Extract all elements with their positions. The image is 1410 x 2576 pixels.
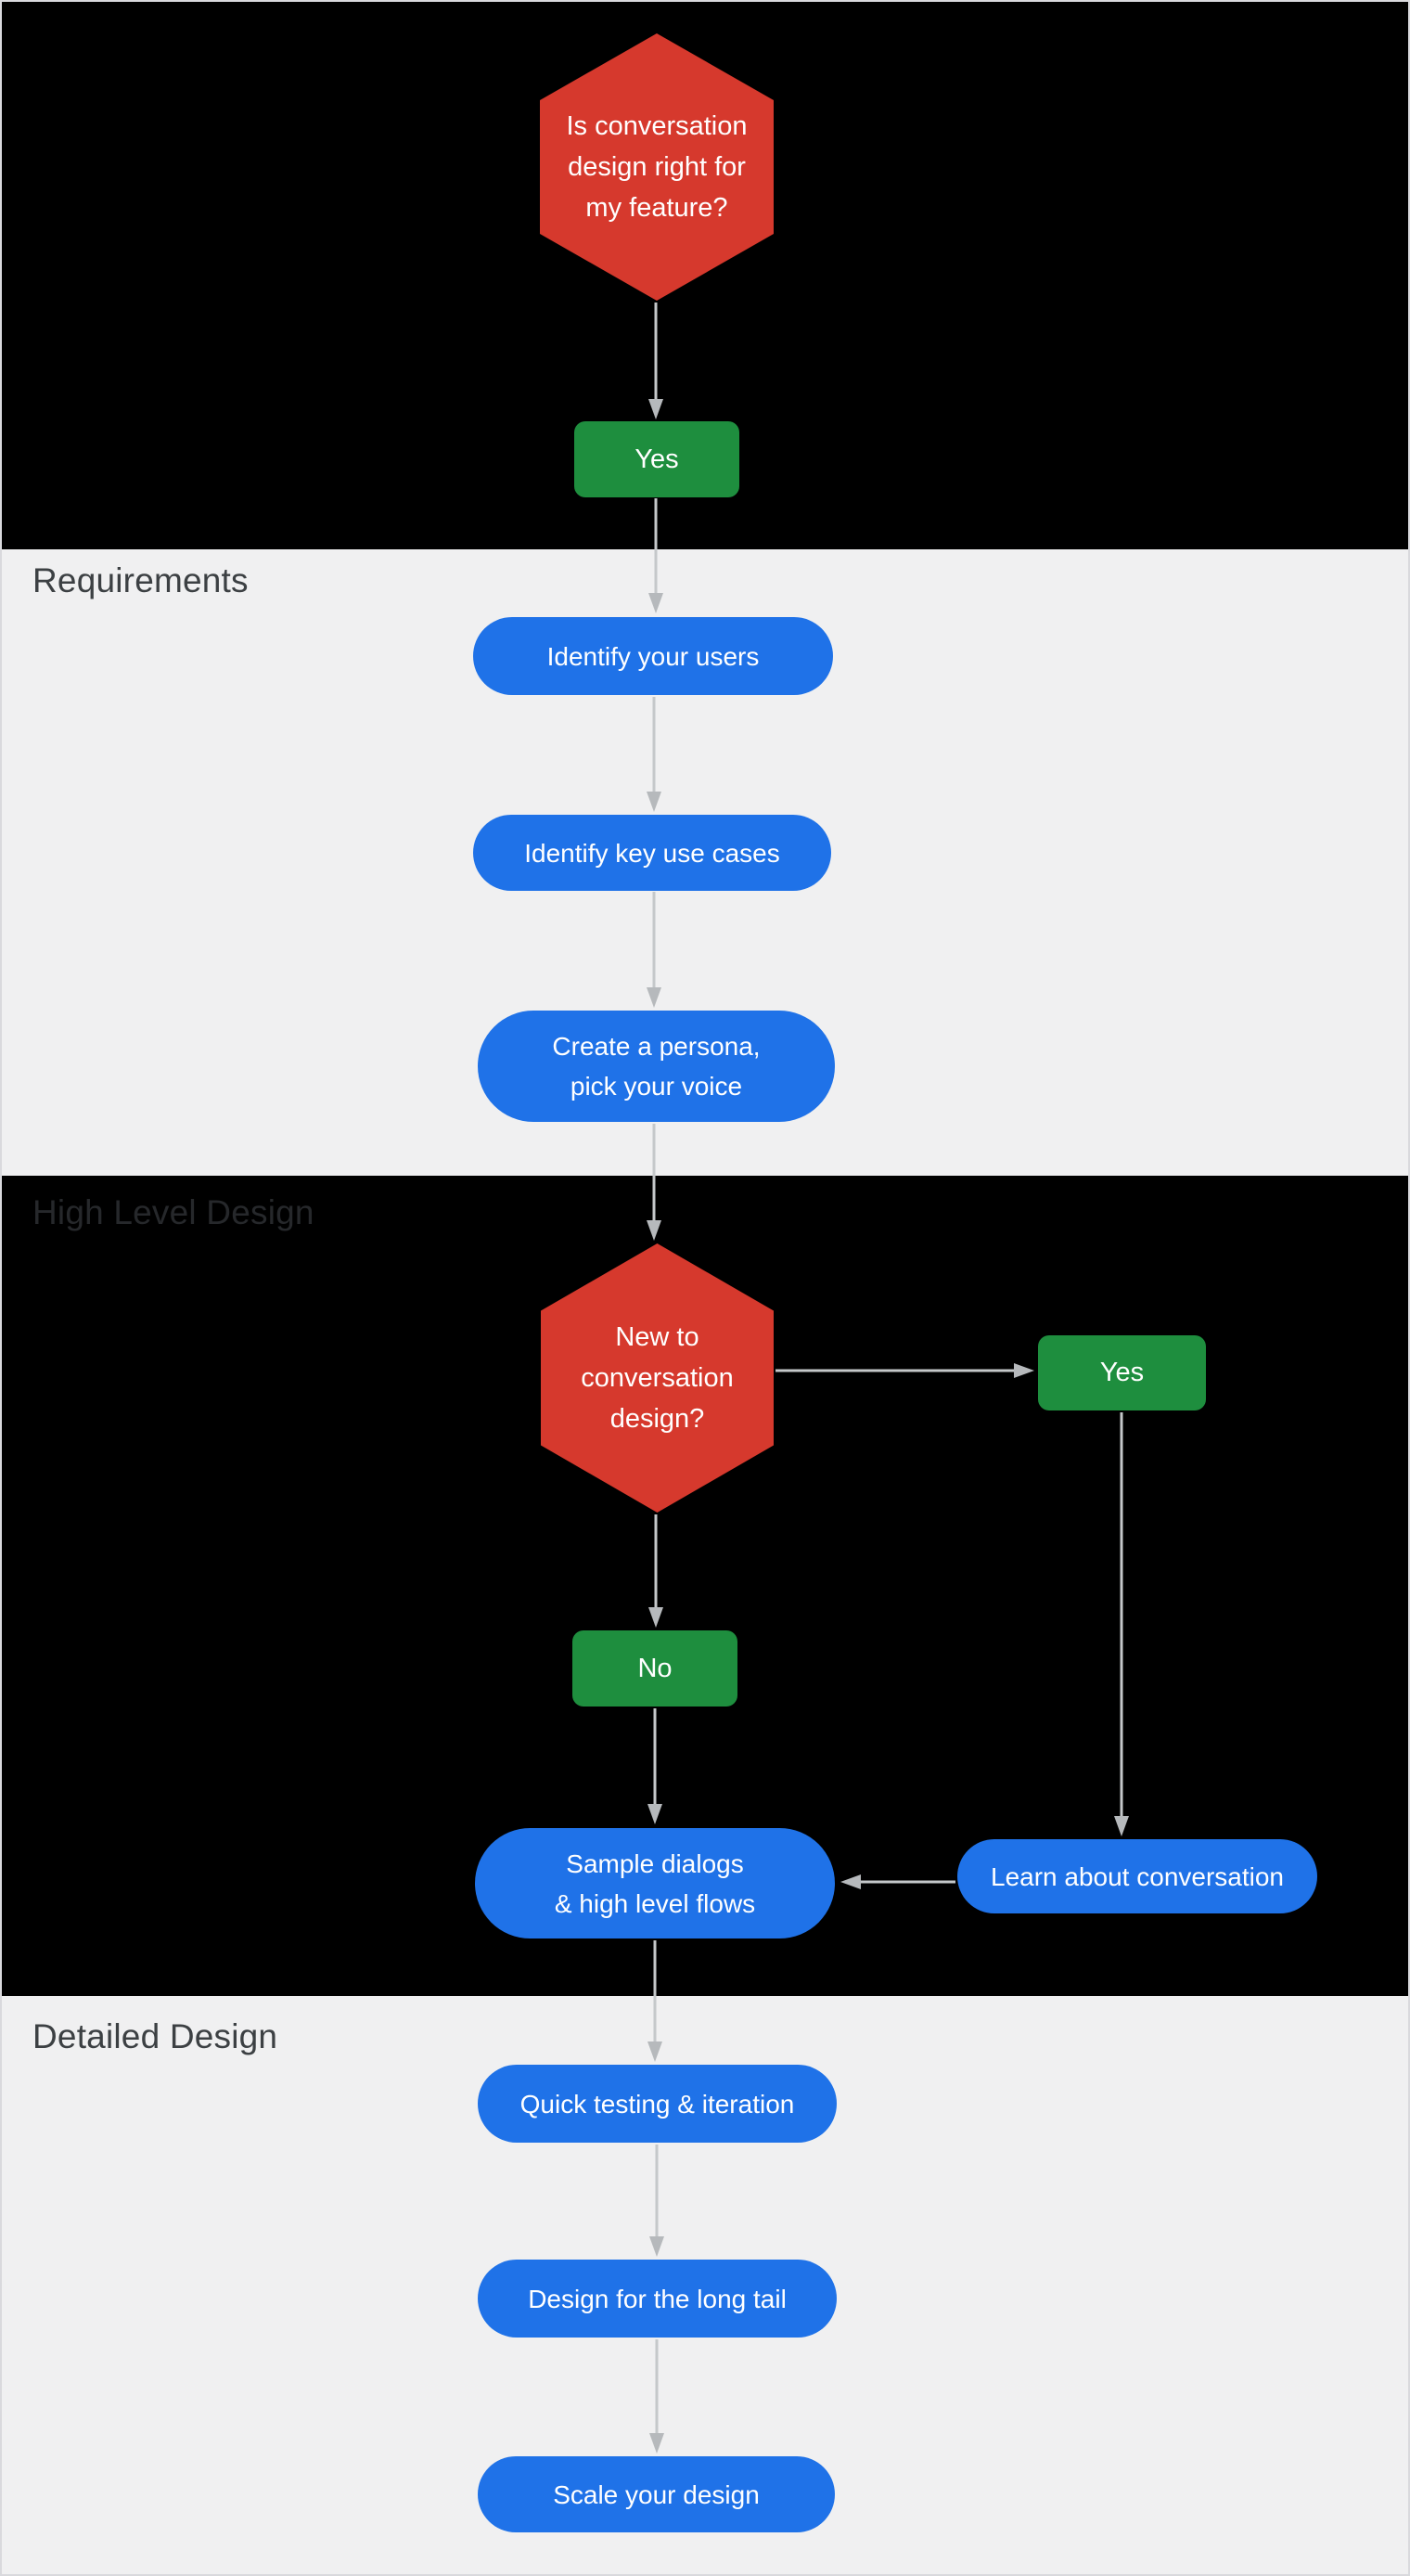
step-quick-testing-iteration[interactable]: Quick testing & iteration (478, 2065, 837, 2143)
section-label-high-level-design: High Level Design (32, 1193, 314, 1231)
step-identify-your-users[interactable]: Identify your users (473, 617, 833, 695)
step-scale-your-design[interactable]: Scale your design (478, 2456, 835, 2532)
decision-is-conversation-design-right: Is conversation design right for my feat… (540, 33, 774, 301)
section-label-requirements: Requirements (32, 561, 249, 599)
step-identify-key-use-cases[interactable]: Identify key use cases (473, 815, 831, 891)
answer-yes-start[interactable]: Yes (574, 421, 739, 497)
answer-yes-new[interactable]: Yes (1038, 1335, 1206, 1410)
answer-no-new[interactable]: No (572, 1630, 737, 1707)
step-sample-dialogs-high-level-flows[interactable]: Sample dialogs & high level flows (475, 1828, 835, 1938)
section-label-detailed-design: Detailed Design (32, 2017, 278, 2055)
step-create-a-persona-pick-your-voice[interactable]: Create a persona, pick your voice (478, 1011, 835, 1122)
decision-new-to-conversation-design: New to conversation design? (541, 1243, 774, 1513)
step-design-for-the-long-tail[interactable]: Design for the long tail (478, 2260, 837, 2338)
step-learn-about-conversation[interactable]: Learn about conversation (957, 1839, 1317, 1913)
